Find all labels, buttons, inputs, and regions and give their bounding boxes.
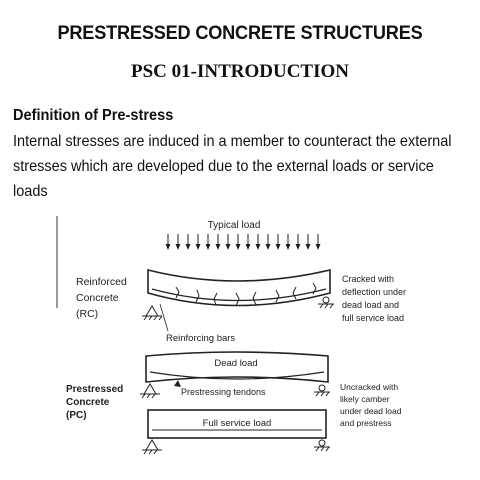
typical-load-label: Typical load: [208, 220, 261, 231]
reinforcing-bars-leader: [159, 303, 169, 332]
rc-note-3: dead load and: [342, 300, 399, 310]
tendon-arrow: [174, 380, 181, 387]
rc-cracks: [175, 282, 317, 307]
load-arrow: [275, 234, 281, 250]
pc-label-3: (PC): [66, 410, 87, 421]
load-arrow: [295, 234, 301, 250]
definition-line-1: Internal stresses are induced in a membe…: [13, 133, 452, 150]
load-arrow: [265, 234, 271, 250]
rc-note-4: full service load: [342, 313, 404, 323]
load-arrow: [185, 234, 191, 250]
pc-label-1: Prestressed: [66, 384, 123, 395]
pc-beam-dead-load: [145, 351, 329, 383]
load-arrow: [215, 234, 221, 250]
pc-label-2: Concrete: [66, 397, 110, 408]
page-title: PRESTRESSED CONCRETE STRUCTURES: [57, 22, 423, 44]
load-arrow: [255, 234, 261, 250]
rc-label-3: (RC): [76, 308, 98, 320]
full-service-load-label: Full service load: [203, 418, 272, 429]
definition-line-2: stresses which are developed due to the …: [13, 158, 434, 175]
pc-note-4: and prestress: [340, 418, 392, 428]
pc-note-1: Uncracked with: [340, 382, 398, 392]
load-arrow: [175, 234, 181, 250]
rc-label-2: Concrete: [76, 292, 119, 304]
pc-right-support: [314, 384, 330, 397]
load-arrow: [195, 234, 201, 250]
tendons-label: Prestressing tendons: [181, 387, 266, 397]
reinforcing-bars-label: Reinforcing bars: [166, 333, 235, 344]
load-arrow: [225, 234, 231, 250]
rc-reinforcing-bar: [151, 288, 327, 302]
page-subtitle: PSC 01-INTRODUCTION: [131, 61, 349, 82]
pc2-left-support: [142, 439, 162, 455]
pc-beam-full-service: [147, 409, 327, 439]
rc-right-support: [318, 296, 334, 309]
load-arrow: [285, 234, 291, 250]
dead-load-label: Dead load: [214, 358, 257, 369]
load-arrow: [205, 234, 211, 250]
load-arrow: [315, 234, 321, 250]
definition-line-3: loads: [13, 183, 48, 200]
load-arrows: [165, 234, 321, 250]
rc-label-1: Reinforced: [76, 276, 127, 288]
section-heading: Definition of Pre-stress: [13, 107, 174, 124]
pc-left-support: [140, 383, 160, 399]
load-arrow: [305, 234, 311, 250]
load-arrow: [235, 234, 241, 250]
pc2-right-support: [314, 439, 330, 452]
rc-note-1: Cracked with: [342, 274, 394, 284]
pc-note-2: likely camber: [340, 394, 390, 404]
definition-paragraph: Internal stresses are induced in a membe…: [13, 129, 465, 204]
pc-note-3: under dead load: [340, 406, 402, 416]
pc-tendon: [149, 371, 325, 380]
rc-note-2: deflection under: [342, 287, 406, 297]
load-arrow: [245, 234, 251, 250]
load-arrow: [165, 234, 171, 250]
rc-left-support: [142, 305, 163, 321]
